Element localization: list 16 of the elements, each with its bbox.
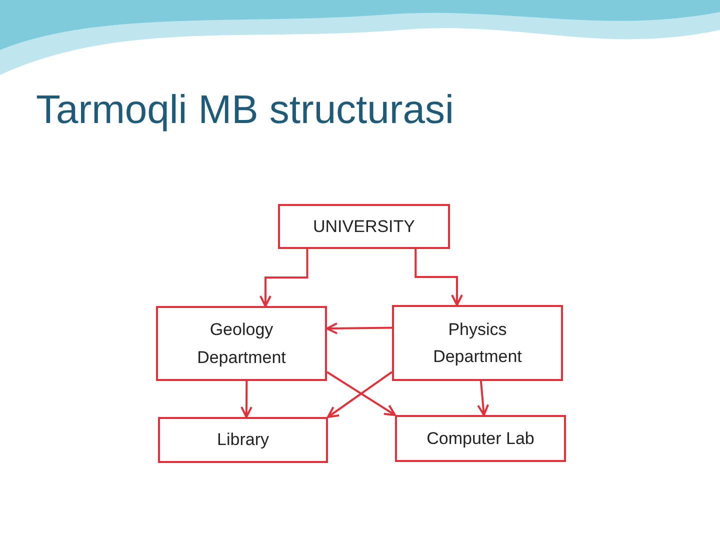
arrow — [326, 322, 392, 334]
slide-title: Tarmoqli MB structurasi — [36, 88, 454, 133]
box-label: UNIVERSITY — [312, 216, 416, 238]
arrow — [240, 381, 252, 418]
box-label: Library — [217, 429, 269, 452]
org-box — [158, 417, 328, 463]
box-label: Physics Department — [432, 318, 523, 368]
arrow — [477, 380, 490, 416]
arrow — [259, 249, 308, 307]
box-label: Geology Department — [196, 319, 287, 368]
org-box — [156, 306, 327, 381]
box-label: Computer Lab — [426, 428, 534, 450]
arrow — [414, 249, 463, 306]
org-box — [278, 204, 450, 249]
org-box — [395, 415, 566, 462]
org-box — [392, 305, 563, 381]
